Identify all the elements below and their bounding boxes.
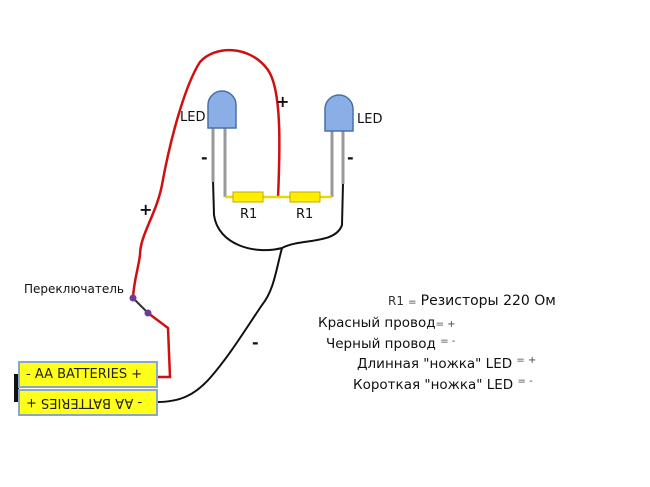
minus-led1-label: -	[201, 148, 208, 167]
battery-bottom-label: - AA BATTERIES +	[26, 395, 143, 410]
resistor-right-label: R1	[296, 207, 314, 222]
resistor-left-label: R1	[240, 207, 258, 222]
legend-resistor-eq: =	[408, 297, 417, 308]
switch	[129, 294, 152, 317]
legend-red-wire: Красный провод= +	[318, 315, 456, 331]
legend-black-wire: Черный провод = -	[326, 336, 455, 352]
legend-resistor-name: R1	[388, 294, 404, 308]
battery-terminal	[14, 374, 19, 402]
legend-red-wire-eq: = +	[435, 319, 456, 330]
red-wire-top	[131, 49, 281, 299]
led-2	[324, 94, 354, 197]
legend-long-leg-eq: = +	[516, 355, 537, 366]
minus-wire-label: -	[252, 333, 259, 352]
battery-top: - AA BATTERIES +	[18, 361, 158, 388]
legend-short-leg: Короткая "ножка" LED = -	[353, 376, 533, 393]
legend-resistor-value: Резисторы 220 Ом	[420, 293, 556, 309]
black-wire-battery	[156, 247, 283, 403]
legend-resistor: R1 = Резисторы 220 Ом	[388, 293, 556, 309]
black-wire-led2	[281, 182, 344, 249]
led-1-label: LED	[180, 110, 206, 125]
plus-led-label: +	[276, 92, 290, 111]
legend-long-leg-name: Длинная "ножка" LED	[357, 356, 513, 372]
legend-short-leg-eq: = -	[517, 376, 533, 387]
battery-bottom: - AA BATTERIES +	[18, 389, 158, 416]
red-wire-battery	[147, 312, 172, 379]
switch-label: Переключатель	[24, 282, 124, 296]
led-1	[207, 90, 237, 197]
legend-black-wire-name: Черный провод	[326, 336, 436, 352]
resistors	[225, 191, 332, 203]
legend-short-leg-name: Короткая "ножка" LED	[353, 377, 514, 393]
legend-long-leg: Длинная "ножка" LED = +	[357, 355, 537, 372]
minus-led2-label: -	[347, 148, 354, 167]
black-wire-led1	[212, 179, 283, 252]
battery-top-label: - AA BATTERIES +	[26, 367, 143, 382]
legend-black-wire-eq: = -	[440, 336, 456, 347]
led-2-label: LED	[357, 112, 383, 127]
plus-wire-label: +	[139, 200, 153, 219]
legend-red-wire-name: Красный провод	[318, 315, 436, 331]
